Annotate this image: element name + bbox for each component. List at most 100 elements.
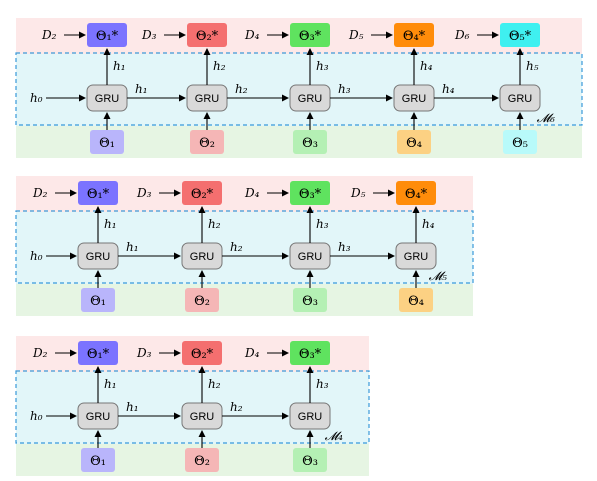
h0-label: h₀ <box>30 249 43 263</box>
theta-input-box <box>293 130 327 154</box>
dataset-label: D₂ <box>32 346 48 360</box>
theta-star-box <box>290 181 330 205</box>
theta-input-box <box>90 130 124 154</box>
h0-label: h₀ <box>30 409 43 423</box>
dataset-label: D₂ <box>32 186 48 200</box>
theta-star-box <box>500 23 540 47</box>
theta-star-box <box>182 181 222 205</box>
hidden-up-label: h₂ <box>213 59 226 73</box>
h0-label: h₀ <box>30 91 43 105</box>
gru-label: GRU <box>195 93 220 105</box>
hidden-side-label: h₂ <box>235 82 248 96</box>
theta-input-box <box>293 448 327 472</box>
theta-star-box <box>394 23 434 47</box>
hidden-up-label: h₂ <box>208 377 221 391</box>
theta-star-label: Θ₁* <box>87 187 110 202</box>
dataset-label: D₄ <box>244 186 260 200</box>
hidden-side-label: h₂ <box>230 400 243 414</box>
hidden-side-label: h₂ <box>230 240 243 254</box>
theta-input-label: Θ₂ <box>194 454 210 469</box>
hidden-up-label: h₄ <box>422 217 435 231</box>
theta-star-label: Θ₁* <box>96 29 119 44</box>
theta-star-label: Θ₁* <box>87 347 110 362</box>
dataset-label: D₂ <box>41 28 57 42</box>
hidden-side-label: h₃ <box>338 240 351 254</box>
gru-label: GRU <box>95 93 120 105</box>
dataset-label: D₅ <box>348 28 364 42</box>
hidden-up-label: h₁ <box>113 59 126 73</box>
gru-label: GRU <box>190 251 215 263</box>
theta-input-box <box>190 130 224 154</box>
gru-label: GRU <box>86 251 111 263</box>
hidden-up-label: h₂ <box>208 217 221 231</box>
theta-star-box <box>290 23 330 47</box>
theta-star-label: Θ₃* <box>299 187 322 202</box>
theta-star-label: Θ₅* <box>509 29 532 44</box>
theta-input-label: Θ₅ <box>512 136 528 151</box>
hidden-side-label: h₁ <box>126 240 139 254</box>
dataset-label: D₃ <box>136 186 152 200</box>
theta-star-box <box>182 341 222 365</box>
theta-input-box <box>185 448 219 472</box>
theta-star-box <box>78 181 118 205</box>
theta-input-label: Θ₄ <box>408 294 424 309</box>
theta-input-label: Θ₃ <box>302 136 318 151</box>
hidden-side-label: h₃ <box>338 82 351 96</box>
theta-star-box <box>187 23 227 47</box>
gru-label: GRU <box>298 251 323 263</box>
model-panel-2: h₀Θ₁*D₂GRUh₁Θ₁h₁Θ₂*D₃GRUh₂Θ₂h₂Θ₃*D₄GRUh₃… <box>15 176 474 316</box>
theta-star-label: Θ₄* <box>405 187 428 202</box>
hidden-up-label: h₅ <box>526 59 539 73</box>
dataset-label: D₄ <box>244 28 260 42</box>
theta-input-label: Θ₃ <box>302 454 318 469</box>
theta-input-box <box>503 130 537 154</box>
hidden-up-label: h₄ <box>420 59 433 73</box>
theta-input-box <box>81 288 115 312</box>
theta-input-box <box>81 448 115 472</box>
hidden-side-label: h₄ <box>442 82 455 96</box>
theta-input-label: Θ₁ <box>90 294 106 309</box>
theta-star-label: Θ₂* <box>191 347 214 362</box>
theta-input-label: Θ₂ <box>199 136 215 151</box>
dataset-label: D₆ <box>454 28 470 42</box>
theta-input-label: Θ₁ <box>90 454 106 469</box>
gru-label: GRU <box>86 411 111 423</box>
hidden-up-label: h₃ <box>316 59 329 73</box>
theta-input-label: Θ₄ <box>406 136 422 151</box>
dataset-label: D₃ <box>136 346 152 360</box>
hidden-up-label: h₃ <box>316 377 329 391</box>
theta-input-box <box>399 288 433 312</box>
theta-input-box <box>293 288 327 312</box>
theta-star-label: Θ₄* <box>403 29 426 44</box>
hidden-up-label: h₁ <box>104 377 117 391</box>
theta-star-label: Θ₂* <box>196 29 219 44</box>
model-panel-3: h₀Θ₁*D₂GRUh₁Θ₁h₁Θ₂*D₃GRUh₂Θ₂h₂Θ₃*D₄GRUh₃… <box>15 336 370 476</box>
theta-input-label: Θ₃ <box>302 294 318 309</box>
dataset-label: D₃ <box>141 28 157 42</box>
hidden-side-label: h₁ <box>135 82 148 96</box>
dataset-label: D₄ <box>244 346 260 360</box>
gru-label: GRU <box>508 93 533 105</box>
theta-input-label: Θ₁ <box>99 136 115 151</box>
theta-star-box <box>87 23 127 47</box>
gru-label: GRU <box>298 411 323 423</box>
theta-star-label: Θ₃* <box>299 29 322 44</box>
model-label: 𝓜₄ <box>325 429 343 443</box>
model-label: 𝓜₆ <box>537 111 555 125</box>
dataset-label: D₅ <box>350 186 366 200</box>
model-boundary <box>15 52 583 126</box>
gru-label: GRU <box>404 251 429 263</box>
gru-label: GRU <box>402 93 427 105</box>
theta-star-box <box>290 341 330 365</box>
hidden-side-label: h₁ <box>126 400 139 414</box>
theta-star-box <box>78 341 118 365</box>
model-boundary <box>15 370 370 444</box>
theta-input-box <box>397 130 431 154</box>
model-boundary <box>15 210 474 284</box>
theta-star-label: Θ₃* <box>299 347 322 362</box>
theta-input-box <box>185 288 219 312</box>
hidden-up-label: h₁ <box>104 217 117 231</box>
model-label: 𝓜₅ <box>429 269 447 283</box>
theta-star-box <box>396 181 436 205</box>
